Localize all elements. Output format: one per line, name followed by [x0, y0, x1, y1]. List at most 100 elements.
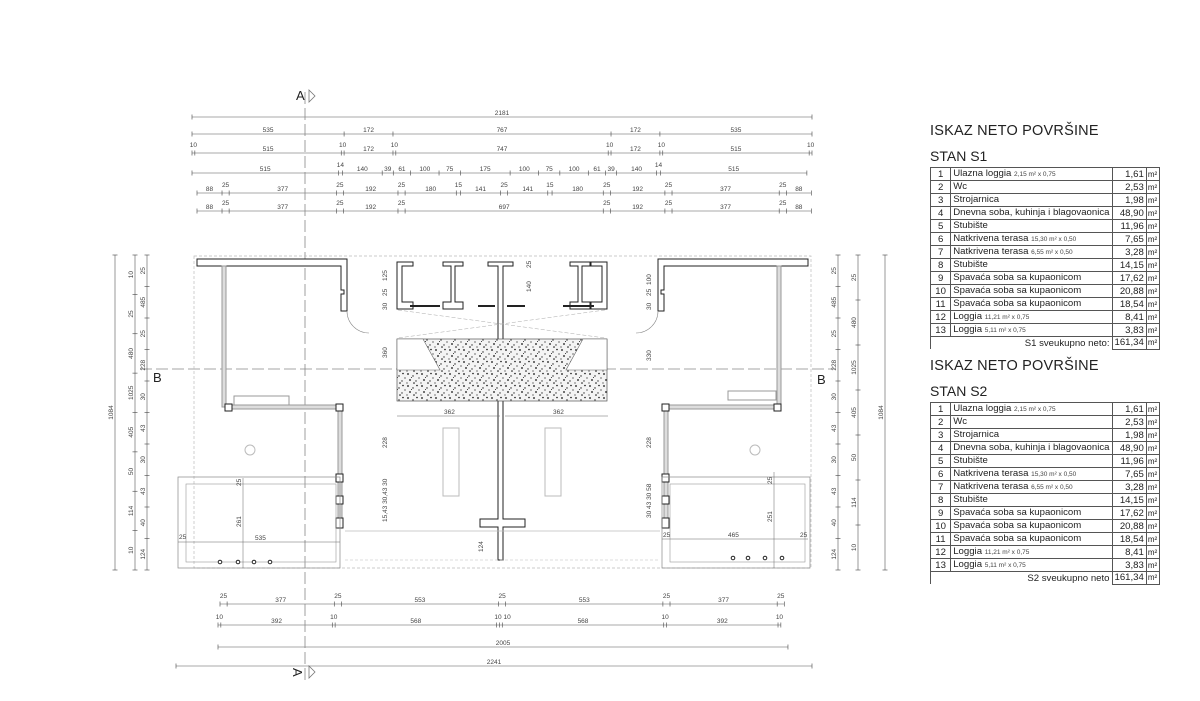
dimension-label: 568	[578, 618, 589, 625]
section-mark-b-right: B	[817, 372, 826, 387]
area-unit: m²	[1145, 219, 1161, 233]
room-name-cell: Loggia 5,11 m² x 0,75	[950, 558, 1113, 572]
dimension-label: 30	[831, 456, 838, 464]
dimension-label: 10	[128, 271, 135, 279]
room-name-cell: Dnevna soba, kuhinja i blagovaonica	[950, 441, 1113, 455]
room-area: 17,62	[1111, 271, 1147, 285]
dim-center-v: 140	[526, 281, 533, 292]
area-unit: m²	[1145, 297, 1161, 311]
dimension-label: 10	[807, 142, 815, 149]
inner-dimensions: 362 362 360 330 125 25 30 228 15,43 30,4…	[178, 260, 808, 568]
area-unit: m²	[1145, 454, 1161, 468]
row-number: 13	[929, 323, 952, 337]
room-name-cell: Strojarnica	[950, 193, 1113, 207]
dimension-label: 114	[128, 505, 135, 516]
section-mark-a-bottom: A	[290, 668, 305, 677]
room-name: Loggia	[953, 311, 983, 322]
dimension-label: 25	[603, 182, 611, 189]
dimension-label: 50	[851, 454, 858, 462]
dimension-label: 377	[720, 204, 731, 211]
dimension-label: 392	[717, 618, 728, 625]
room-name-cell: Natkrivena terasa 15,30 m² x 0,50	[950, 232, 1113, 246]
dimension-label: 25	[663, 593, 671, 600]
area-unit: m²	[1145, 519, 1161, 533]
dimension-label: 535	[731, 127, 742, 134]
room-name: Stubište	[953, 494, 988, 505]
room-name: Strojarnica	[953, 194, 1000, 205]
room-area-formula: 11,21 m² x 0,75	[984, 549, 1030, 556]
dimension-label: 25	[851, 274, 858, 282]
row-number: 3	[929, 193, 952, 207]
dimension-label: 192	[632, 204, 643, 211]
dimension-label: 515	[731, 146, 742, 153]
dim-left-v5: 15,43 30,43 30	[382, 478, 389, 522]
dimension-label: 767	[497, 127, 508, 134]
row-number: 7	[929, 245, 952, 259]
dimension-label: 392	[271, 618, 282, 625]
dimension-label: 88	[795, 204, 803, 211]
row-number: 4	[929, 441, 952, 455]
area-unit: m²	[1145, 284, 1161, 298]
dimension-label: 10	[851, 544, 858, 552]
row-number: 13	[929, 558, 952, 572]
row-number: 9	[929, 271, 952, 285]
dimension-label: 535	[263, 127, 274, 134]
dimension-label: 377	[275, 597, 286, 604]
dimension-label: 25	[779, 182, 787, 189]
room-area-formula: 11,21 m² x 0,75	[984, 314, 1030, 321]
area-unit: m²	[1145, 336, 1161, 350]
section-mark-b-left: B	[153, 370, 162, 385]
total-area: 161,34	[1111, 571, 1147, 585]
table-title: ISKAZ NETO POVRŠINE	[930, 123, 1099, 139]
room-area: 48,90	[1111, 441, 1147, 455]
dim-left-v4: 228	[382, 437, 389, 448]
row-number: 10	[929, 519, 952, 533]
dimension-label: 140	[631, 166, 642, 173]
room-name: Loggia	[953, 324, 983, 335]
dimension-label: 192	[365, 204, 376, 211]
dimension-label: 10	[662, 614, 670, 621]
dimension-label: 10	[606, 142, 614, 149]
area-unit: m²	[1145, 415, 1161, 429]
area-unit: m²	[1145, 441, 1161, 455]
room-area-formula: 15,30 m² x 0,50	[1031, 236, 1077, 243]
area-unit: m²	[1145, 506, 1161, 520]
row-number: 1	[929, 167, 952, 181]
dim-right-v3: 30	[646, 302, 653, 310]
room-name-cell: Ulazna loggia 2,15 m² x 0,75	[950, 402, 1113, 416]
dimension-label: 25	[665, 182, 673, 189]
dimension-label: 10	[504, 614, 512, 621]
room-area: 1,61	[1111, 167, 1147, 181]
area-unit: m²	[1145, 402, 1161, 416]
dimension-label: 405	[851, 407, 858, 418]
room-name: Spavaća soba sa kupaonicom	[953, 533, 1082, 544]
area-unit: m²	[1145, 323, 1161, 337]
room-area-formula: 5,11 m² x 0,75	[984, 562, 1026, 569]
dimension-label: 25	[220, 593, 228, 600]
area-unit: m²	[1145, 428, 1161, 442]
dimension-label: 228	[140, 359, 147, 370]
dimension-label: 25	[779, 200, 787, 207]
dimension-label: 40	[140, 519, 147, 527]
area-unit: m²	[1145, 271, 1161, 285]
dimension-label: 1025	[128, 385, 135, 400]
room-area-formula: 5,11 m² x 0,75	[984, 327, 1026, 334]
room-area: 1,98	[1111, 428, 1147, 442]
dimension-label: 100	[519, 166, 530, 173]
room-area-formula: 6,55 m² x 0,50	[1031, 484, 1073, 491]
row-number: 11	[929, 297, 952, 311]
dimension-label: 568	[410, 618, 421, 625]
row-number: 7	[929, 480, 952, 494]
room-area: 18,54	[1111, 297, 1147, 311]
right-wing	[657, 258, 811, 569]
